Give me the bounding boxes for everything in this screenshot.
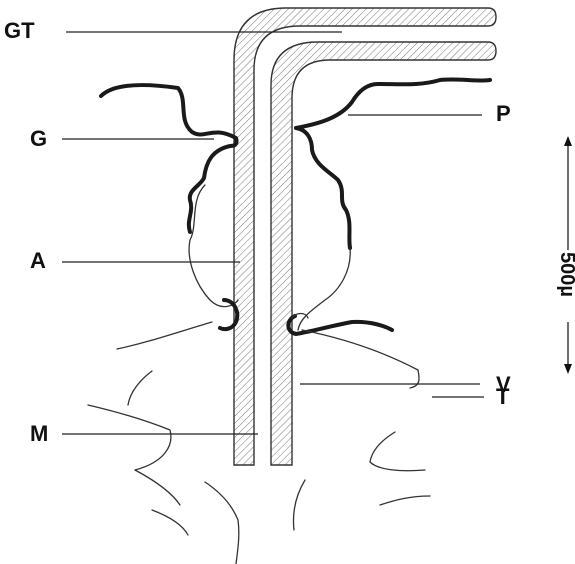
label-a: A <box>30 248 46 273</box>
scale-bar-label: 500µ <box>556 252 575 297</box>
label-m: M <box>30 421 48 446</box>
scale-bar: 500µ <box>556 136 575 374</box>
label-gt: GT <box>4 18 35 43</box>
label-g: G <box>30 126 47 151</box>
label-t: T <box>496 384 510 409</box>
right-wall <box>296 79 490 248</box>
gland-inner-line-right <box>298 248 350 330</box>
gland-inner-line-left <box>189 185 238 307</box>
left-wall <box>101 85 237 232</box>
label-p: P <box>496 101 511 126</box>
inner-tube <box>271 42 496 465</box>
tentacles <box>88 322 430 564</box>
